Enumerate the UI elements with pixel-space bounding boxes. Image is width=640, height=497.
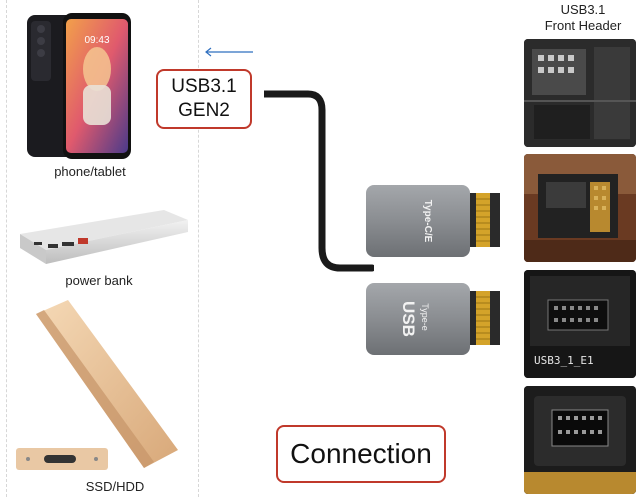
- connection-label: Connection: [276, 425, 446, 483]
- phone-image: 09:43: [27, 13, 131, 159]
- usb31-gen2-label: USB3.1 GEN2: [156, 69, 252, 129]
- header-photo-3: USB3_1_E1: [524, 270, 636, 378]
- cable: [260, 88, 376, 278]
- divider-dashed-line: [198, 0, 199, 497]
- left-arrow-icon: [203, 44, 255, 57]
- adapter-top-text: Type-C/E: [422, 199, 433, 243]
- adapter-usb-type-e: [364, 281, 504, 357]
- power-bank-image: [14, 206, 190, 268]
- svg-text:09:43: 09:43: [84, 35, 109, 46]
- usb31-e1-silkscreen: USB3_1_E1: [534, 354, 594, 367]
- adapter-bottom-small-text: Type-e: [420, 303, 430, 331]
- ssd-hdd-caption: SSD/HDD: [85, 479, 145, 494]
- left-dashed-border: [6, 0, 7, 497]
- power-bank-caption: power bank: [65, 273, 133, 288]
- header-photo-2: [524, 154, 636, 262]
- header-photo-4: [524, 386, 636, 494]
- ssd-image: [14, 290, 190, 474]
- adapter-type-c-e: [364, 183, 504, 259]
- phone-tablet-caption: phone/tablet: [54, 164, 126, 179]
- usb31-text: USB3.1: [171, 76, 237, 97]
- gen2-text: GEN2: [178, 100, 230, 121]
- front-header-title: USB3.1 Front Header: [544, 2, 622, 33]
- adapter-bottom-big-text: USB: [399, 301, 418, 337]
- header-photo-1: [524, 39, 636, 147]
